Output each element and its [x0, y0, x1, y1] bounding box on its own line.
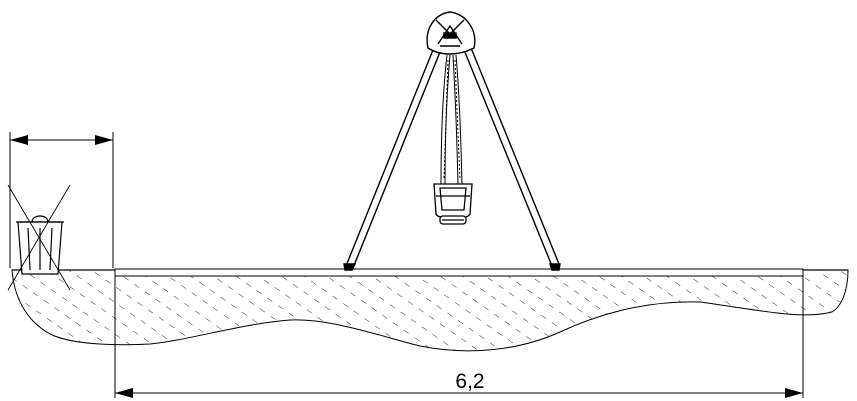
ground-section [11, 268, 849, 352]
swing-frame [343, 11, 561, 271]
dimension-label: 6,2 [455, 370, 485, 393]
waste-bin-crossed [7, 184, 71, 291]
ground-hatch [11, 269, 849, 352]
swing-chains [440, 54, 463, 186]
safety-surface-area [114, 268, 804, 277]
dimension-line [114, 270, 804, 398]
clearance-dimension [9, 132, 114, 268]
swing-seat [433, 183, 473, 225]
